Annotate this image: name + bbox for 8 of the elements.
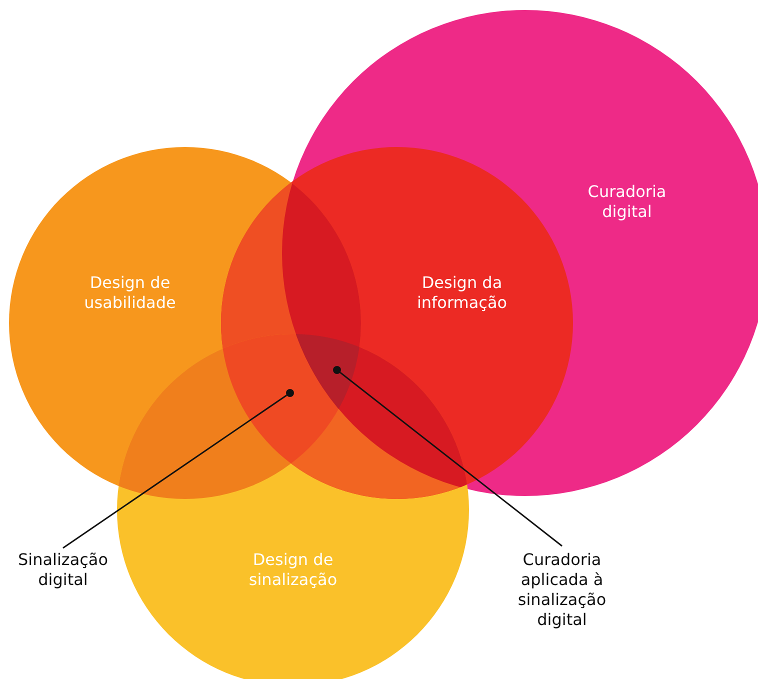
leader-line bbox=[62, 394, 288, 549]
circle-label: Design de sinalização bbox=[248, 550, 338, 590]
circle-label: Design de usabilidade bbox=[83, 273, 177, 313]
leader-line bbox=[340, 372, 562, 547]
circle-label: Design da informação bbox=[416, 273, 508, 313]
callout-label: Sinalização digital bbox=[16, 550, 110, 590]
callout-label: Curadoria aplicada à sinalização digital bbox=[516, 550, 608, 630]
circle-label: Curadoria digital bbox=[586, 182, 668, 222]
